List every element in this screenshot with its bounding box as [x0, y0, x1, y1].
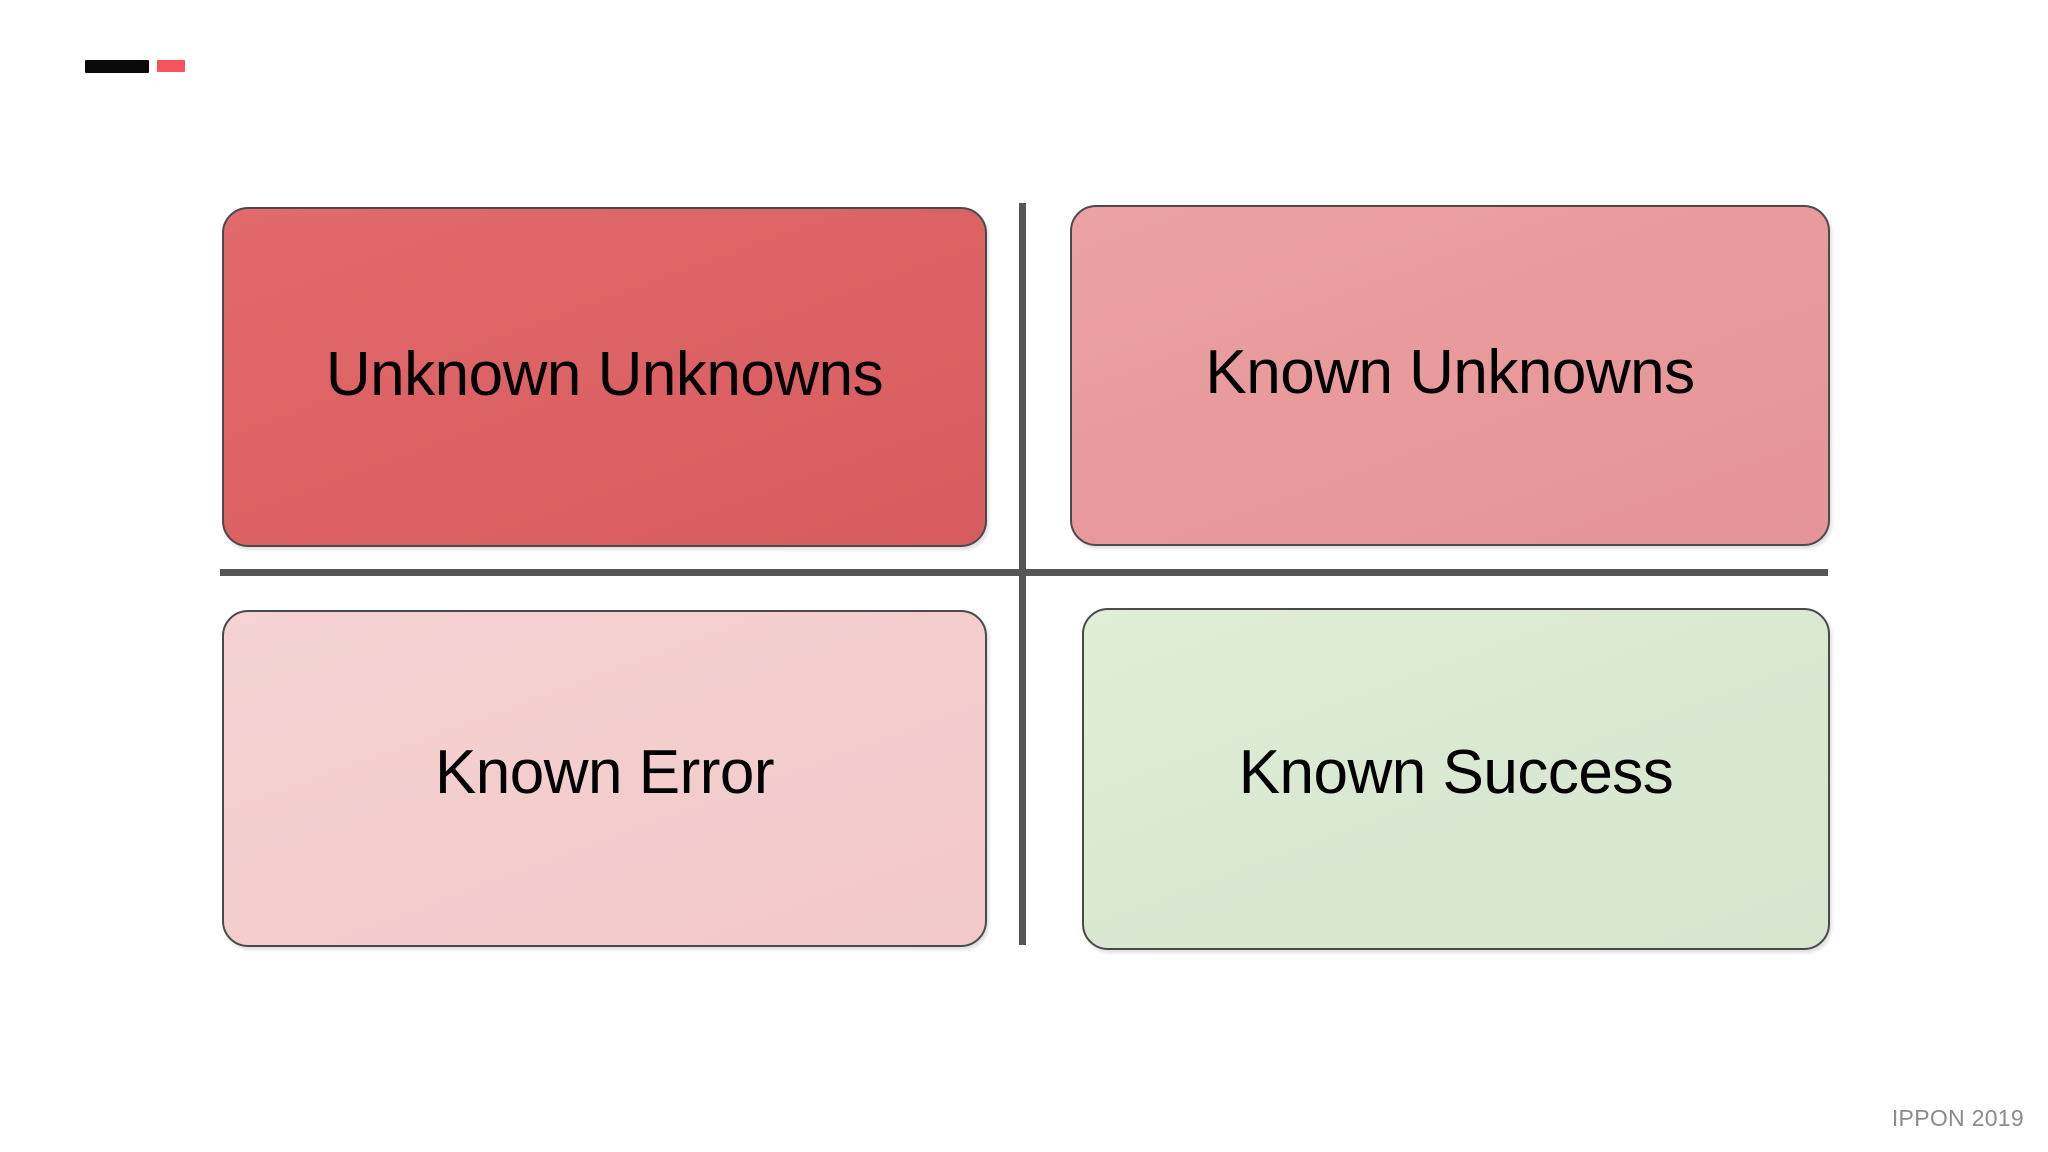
- logo-bar-gap: [149, 60, 157, 73]
- quadrant-label-unknown-unknowns: Unknown Unknowns: [325, 340, 884, 409]
- quadrant-label-known-unknowns: Known Unknowns: [1205, 337, 1695, 407]
- logo-black-bar-icon: [85, 59, 149, 73]
- logo-red-bar-icon: [157, 60, 185, 72]
- quadrant-known-success: Known Success: [1082, 608, 1830, 950]
- quadrant-unknown-unknowns: Unknown Unknowns: [222, 207, 987, 547]
- quadrant-known-unknowns: Known Unknowns: [1070, 205, 1830, 546]
- quadrant-label-known-success: Known Success: [1238, 738, 1674, 807]
- quadrant-label-known-error: Known Error: [434, 737, 775, 807]
- divider-horizontal: [220, 569, 1828, 576]
- footer-credit: IPPON 2019: [1891, 1105, 2024, 1131]
- quadrant-known-error: Known Error: [222, 610, 987, 947]
- ippon-logo-mark: [85, 59, 185, 73]
